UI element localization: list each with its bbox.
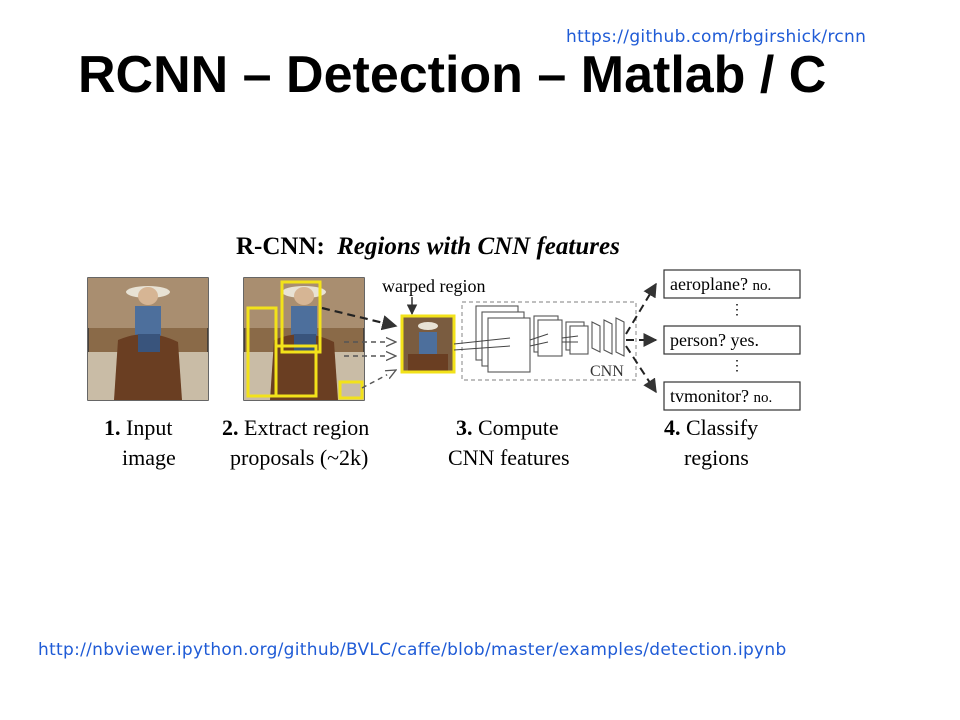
svg-text:4. Classify: 4. Classify — [664, 415, 758, 440]
svg-text:aeroplane? no.: aeroplane? no. — [670, 274, 771, 294]
ellipsis-dots: ⋮ — [730, 303, 744, 318]
output-aeroplane: aeroplane? no. — [663, 269, 801, 299]
svg-text:CNN features: CNN features — [448, 445, 570, 470]
github-link[interactable]: https://github.com/rbgirshick/rcnn — [566, 27, 867, 47]
diagram-heading: R-CNN: Regions with CNN features — [236, 233, 620, 260]
step-1-caption: 1. Input image — [104, 415, 176, 470]
ellipsis-dots: ⋮ — [730, 359, 744, 374]
cnn-layers — [475, 305, 625, 373]
region-proposals-image — [243, 277, 365, 401]
svg-text:image: image — [122, 445, 176, 470]
cnn-label: CNN — [590, 363, 624, 380]
warped-region-image — [400, 314, 456, 374]
output-person: person? yes. — [663, 325, 801, 355]
input-image — [87, 277, 209, 401]
svg-text:3. Compute: 3. Compute — [456, 415, 559, 440]
svg-text:regions: regions — [684, 445, 749, 470]
cnn-box — [461, 301, 637, 381]
warped-region-label: warped region — [382, 276, 485, 296]
cnn-connections — [453, 333, 579, 351]
rcnn-pipeline-diagram: R-CNN: Regions with CNN features warped … — [87, 233, 801, 470]
nbviewer-link[interactable]: http://nbviewer.ipython.org/github/BVLC/… — [38, 640, 787, 660]
output-tvmonitor: tvmonitor? no. — [663, 381, 801, 411]
svg-text:2. Extract region: 2. Extract region — [222, 415, 369, 440]
svg-text:1. Input: 1. Input — [104, 415, 172, 440]
svg-text:tvmonitor? no.: tvmonitor? no. — [670, 386, 772, 406]
svg-text:proposals (~2k): proposals (~2k) — [230, 445, 368, 470]
step-3-caption: 3. Compute CNN features — [448, 415, 570, 470]
step-2-caption: 2. Extract region proposals (~2k) — [222, 415, 369, 470]
slide-title: RCNN – Detection – Matlab / C — [78, 46, 827, 104]
step-4-caption: 4. Classify regions — [664, 415, 758, 470]
svg-text:person? yes.: person? yes. — [670, 330, 759, 350]
